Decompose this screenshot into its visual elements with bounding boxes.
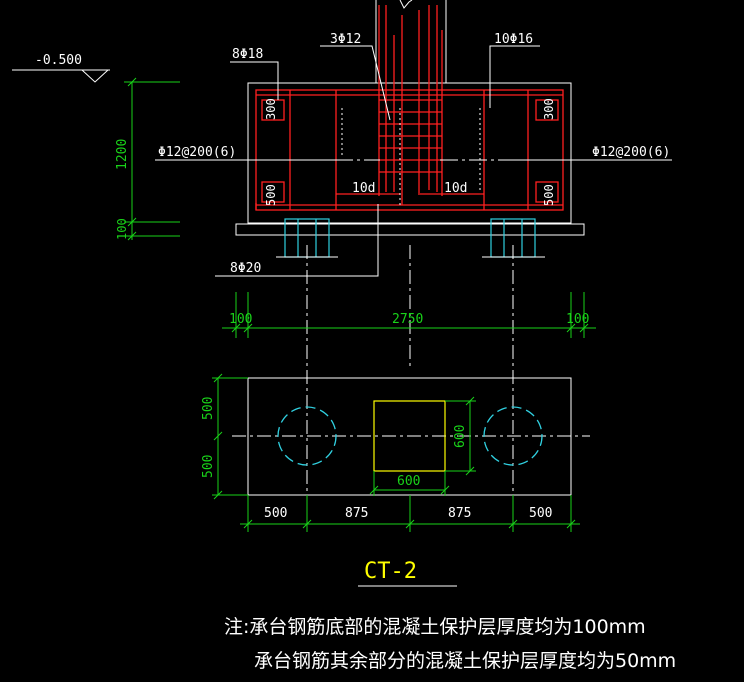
drawing-title: CT-2 bbox=[364, 559, 417, 584]
column-section bbox=[375, 0, 447, 83]
bed-dim-label: 100 bbox=[115, 218, 129, 240]
column-plan bbox=[373, 400, 446, 472]
plan-bottom-dimension bbox=[240, 495, 580, 532]
note-line-1: 注:承台钢筋底部的混凝土保护层厚度均为100mm bbox=[224, 616, 646, 638]
column-bars-label: 3Φ12 bbox=[330, 32, 361, 47]
pile-cap-outline bbox=[247, 82, 572, 224]
lap-left-label: 10d bbox=[352, 181, 375, 196]
pile-right-plan bbox=[483, 406, 543, 466]
elevation-mark bbox=[12, 69, 110, 83]
plan-seg1: 500 bbox=[264, 506, 287, 521]
dim-top-right: 100 bbox=[566, 312, 589, 327]
cover-top-right: 300 bbox=[542, 98, 556, 120]
anchor-bars-label: 10Φ16 bbox=[494, 32, 533, 47]
cover-top-left: 300 bbox=[264, 98, 278, 120]
elevation-label: -0.500 bbox=[35, 53, 82, 68]
plan-dim-upper: 500 bbox=[201, 397, 216, 420]
column-dimension bbox=[369, 396, 476, 496]
bottom-rebar-label: 8Φ20 bbox=[230, 261, 261, 276]
cover-bottom-left: 500 bbox=[264, 184, 278, 206]
lap-right-label: 10d bbox=[444, 181, 467, 196]
stirrup-right-label: Φ12@200(6) bbox=[592, 145, 670, 160]
top-rebar-label: 8Φ18 bbox=[232, 47, 263, 62]
dim-top-middle: 2750 bbox=[392, 312, 423, 327]
cover-bottom-right: 500 bbox=[542, 184, 556, 206]
note-line-2: 承台钢筋其余部分的混凝土保护层厚度均为50mm bbox=[254, 650, 676, 672]
leader-lines bbox=[155, 45, 672, 277]
bedding-layer bbox=[235, 223, 585, 236]
column-height-dim: 600 bbox=[453, 425, 468, 448]
plan-seg2: 875 bbox=[345, 506, 368, 521]
height-dimension bbox=[124, 77, 180, 241]
plan-seg4: 500 bbox=[529, 506, 552, 521]
height-dim-label: 1200 bbox=[115, 139, 130, 170]
column-width-dim: 600 bbox=[397, 474, 420, 489]
hook-dash-lines bbox=[341, 108, 481, 205]
plan-left-dimension bbox=[212, 373, 248, 500]
pile-left-plan bbox=[277, 406, 337, 466]
pile-axis-lines bbox=[306, 245, 514, 520]
plan-dim-lower: 500 bbox=[201, 455, 216, 478]
plan-seg3: 875 bbox=[448, 506, 471, 521]
stirrup-left-label: Φ12@200(6) bbox=[158, 145, 236, 160]
dim-top-left: 100 bbox=[229, 312, 252, 327]
rebar-cage bbox=[255, 5, 564, 211]
top-dimension-row bbox=[222, 292, 596, 338]
